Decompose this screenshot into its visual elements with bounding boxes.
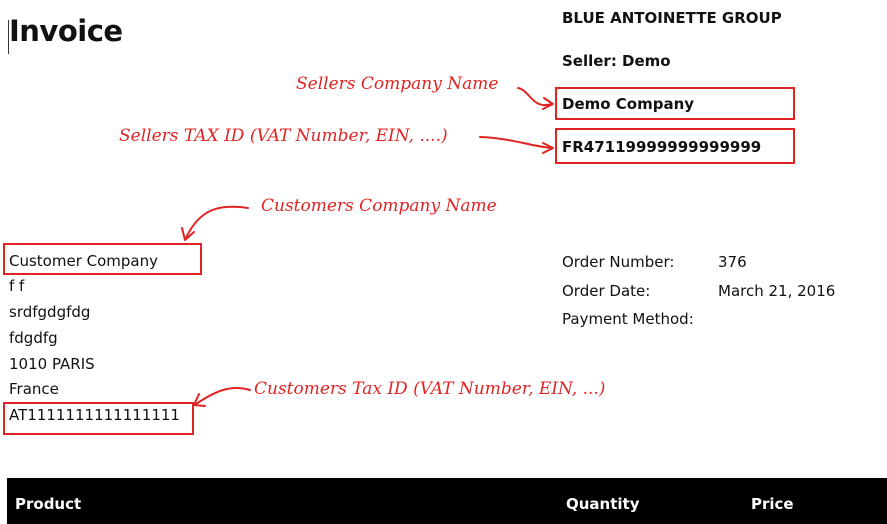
payment-method-label: Payment Method: [562, 310, 694, 328]
customer-country: France [9, 380, 59, 398]
customer-tax-id-highlight-box [3, 402, 194, 435]
order-date-label: Order Date: [562, 282, 651, 300]
arrow-customers-company-name [185, 205, 249, 239]
order-number-value: 376 [718, 253, 747, 271]
annotation-sellers-tax-id: Sellers TAX ID (VAT Number, EIN, ....) [119, 126, 448, 146]
items-table-header: Product Quantity Price [7, 478, 887, 524]
invoice-title: Invoice [9, 14, 123, 48]
seller-group-name: BLUE ANTOINETTE GROUP [562, 9, 782, 27]
arrow-sellers-company-name [517, 87, 553, 107]
customer-company-name: Customer Company [9, 252, 158, 270]
text-cursor [8, 20, 9, 54]
annotation-sellers-company-name: Sellers Company Name [296, 74, 499, 94]
column-header-product: Product [15, 495, 82, 513]
seller-tax-id: FR47119999999999999 [562, 138, 762, 156]
order-date-value: March 21, 2016 [718, 282, 836, 300]
seller-company-name: Demo Company [562, 95, 695, 113]
annotation-customers-tax-id: Customers Tax ID (VAT Number, EIN, ...) [254, 379, 606, 399]
arrow-customers-tax-id [195, 386, 251, 405]
customer-company-highlight-box [3, 243, 202, 275]
customer-address-line-2: srdfgdgfdg [9, 303, 91, 321]
arrow-sellers-tax-id [479, 136, 553, 149]
column-header-quantity: Quantity [566, 495, 640, 513]
seller-label: Seller: Demo [562, 52, 671, 70]
customer-address-line-1: f f [9, 277, 25, 295]
seller-company-highlight-box [555, 87, 795, 120]
column-header-price: Price [751, 495, 794, 513]
seller-tax-id-highlight-box [555, 128, 795, 164]
customer-address-line-3: fdgdfg [9, 329, 58, 347]
annotation-customers-company-name: Customers Company Name [261, 196, 497, 216]
customer-tax-id: AT1111111111111111 [9, 406, 180, 424]
order-number-label: Order Number: [562, 253, 675, 271]
customer-city: 1010 PARIS [9, 355, 95, 373]
